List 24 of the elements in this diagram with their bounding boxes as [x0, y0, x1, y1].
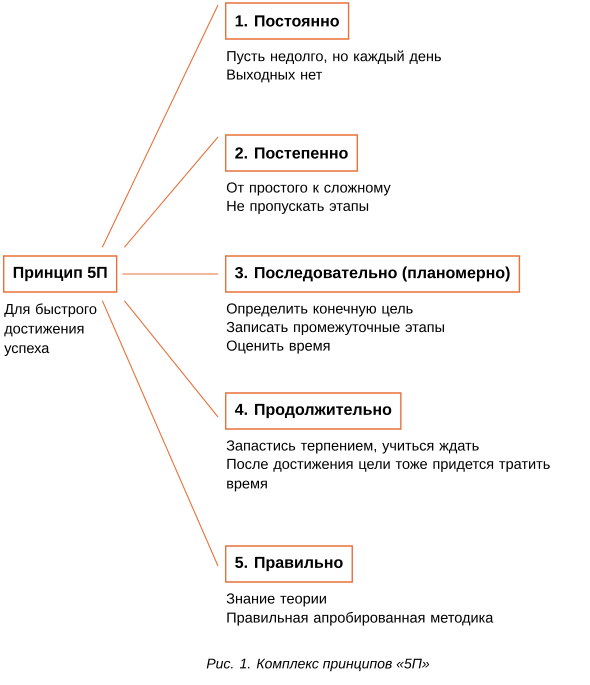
- body-text: Записать промежуточные этапы: [226, 322, 444, 336]
- heading-box: 2. Постепенно: [225, 134, 358, 172]
- body-text: Для быстрого достижения успеха: [4, 303, 96, 356]
- heading-box: Принцип 5П: [3, 255, 118, 293]
- connector-line: [102, 4, 218, 248]
- body-text: Выходных нет: [227, 70, 322, 82]
- heading-box: 4. Продолжительно: [225, 392, 402, 430]
- body-text: Оценить время: [226, 340, 330, 354]
- body-text: Знание теории: [226, 593, 326, 607]
- heading-box: 1. Постоянно: [225, 2, 350, 40]
- heading-box: 5. Правильно: [225, 545, 353, 583]
- heading-box: 3. Последовательно (планомерно): [225, 255, 520, 293]
- body-text: Правильная апробированная методика: [227, 612, 494, 626]
- body-text: Пусть недолго, но каждый день: [227, 50, 441, 64]
- connector-line: [124, 300, 218, 418]
- body-text: Определить конечную цель: [226, 303, 413, 317]
- body-text: После достижения цели тоже придется тратить время: [227, 458, 550, 492]
- connector-line: [124, 136, 218, 248]
- body-text: От простого к сложному: [226, 182, 391, 196]
- body-text: Не пропускать этапы: [227, 200, 368, 214]
- connector-line: [102, 300, 218, 566]
- connector-line: [122, 273, 218, 275]
- body-text: Запастись терпением, учиться ждать: [226, 440, 479, 454]
- caption: Рис. 1. Комплекс принципов «5П»: [206, 658, 430, 672]
